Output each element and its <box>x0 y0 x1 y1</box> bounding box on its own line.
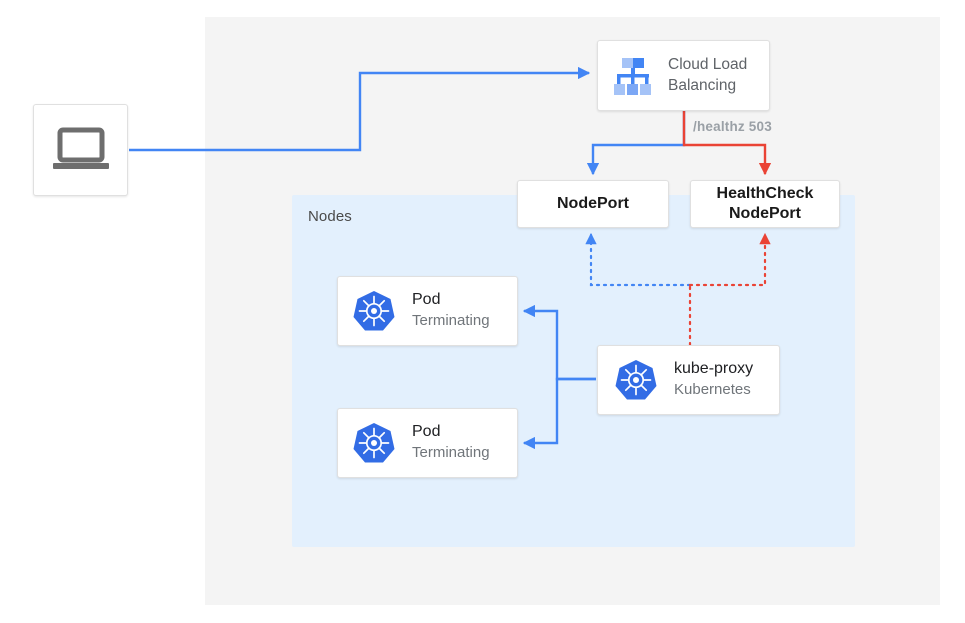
pod-2-title: Pod <box>412 423 441 441</box>
pod-2-labels: Pod Terminating <box>412 422 490 463</box>
pod-2-status: Terminating <box>412 444 490 462</box>
kube-proxy-labels: kube-proxy Kubernetes <box>674 359 753 400</box>
kubernetes-icon <box>353 423 395 463</box>
kube-proxy-node[interactable]: kube-proxy Kubernetes <box>597 345 780 415</box>
cloud-load-balancing-icon <box>614 57 651 95</box>
nodes-panel-label: Nodes <box>308 208 352 225</box>
healthcheck-nodeport-node[interactable]: HealthCheck NodePort <box>690 180 840 228</box>
pod-node-1[interactable]: Pod Terminating <box>337 276 518 346</box>
healthcheck-nodeport-labels: HealthCheck NodePort <box>717 184 814 224</box>
nodeport-label: NodePort <box>557 195 629 212</box>
healthz-503-label: /healthz 503 <box>693 119 772 134</box>
kubernetes-icon <box>353 291 395 331</box>
kube-proxy-subtitle: Kubernetes <box>674 381 751 399</box>
cloud-load-balancing-title-line2: Balancing <box>668 76 737 94</box>
kube-proxy-title: kube-proxy <box>674 360 754 378</box>
healthcheck-nodeport-line2: NodePort <box>728 205 801 222</box>
cloud-load-balancing-title-line1: Cloud Load <box>668 55 748 73</box>
cloud-load-balancing-labels: Cloud Load Balancing <box>668 55 747 97</box>
cloud-load-balancing-node[interactable]: Cloud Load Balancing <box>597 40 770 111</box>
pod-node-2[interactable]: Pod Terminating <box>337 408 518 478</box>
kubernetes-icon <box>615 360 657 400</box>
pod-1-labels: Pod Terminating <box>412 290 490 331</box>
pod-1-title: Pod <box>412 291 441 309</box>
healthcheck-nodeport-line1: HealthCheck <box>716 185 814 202</box>
pod-1-status: Terminating <box>412 312 490 330</box>
client-node[interactable] <box>33 104 128 196</box>
nodeport-node[interactable]: NodePort <box>517 180 669 228</box>
laptop-icon <box>52 127 109 169</box>
